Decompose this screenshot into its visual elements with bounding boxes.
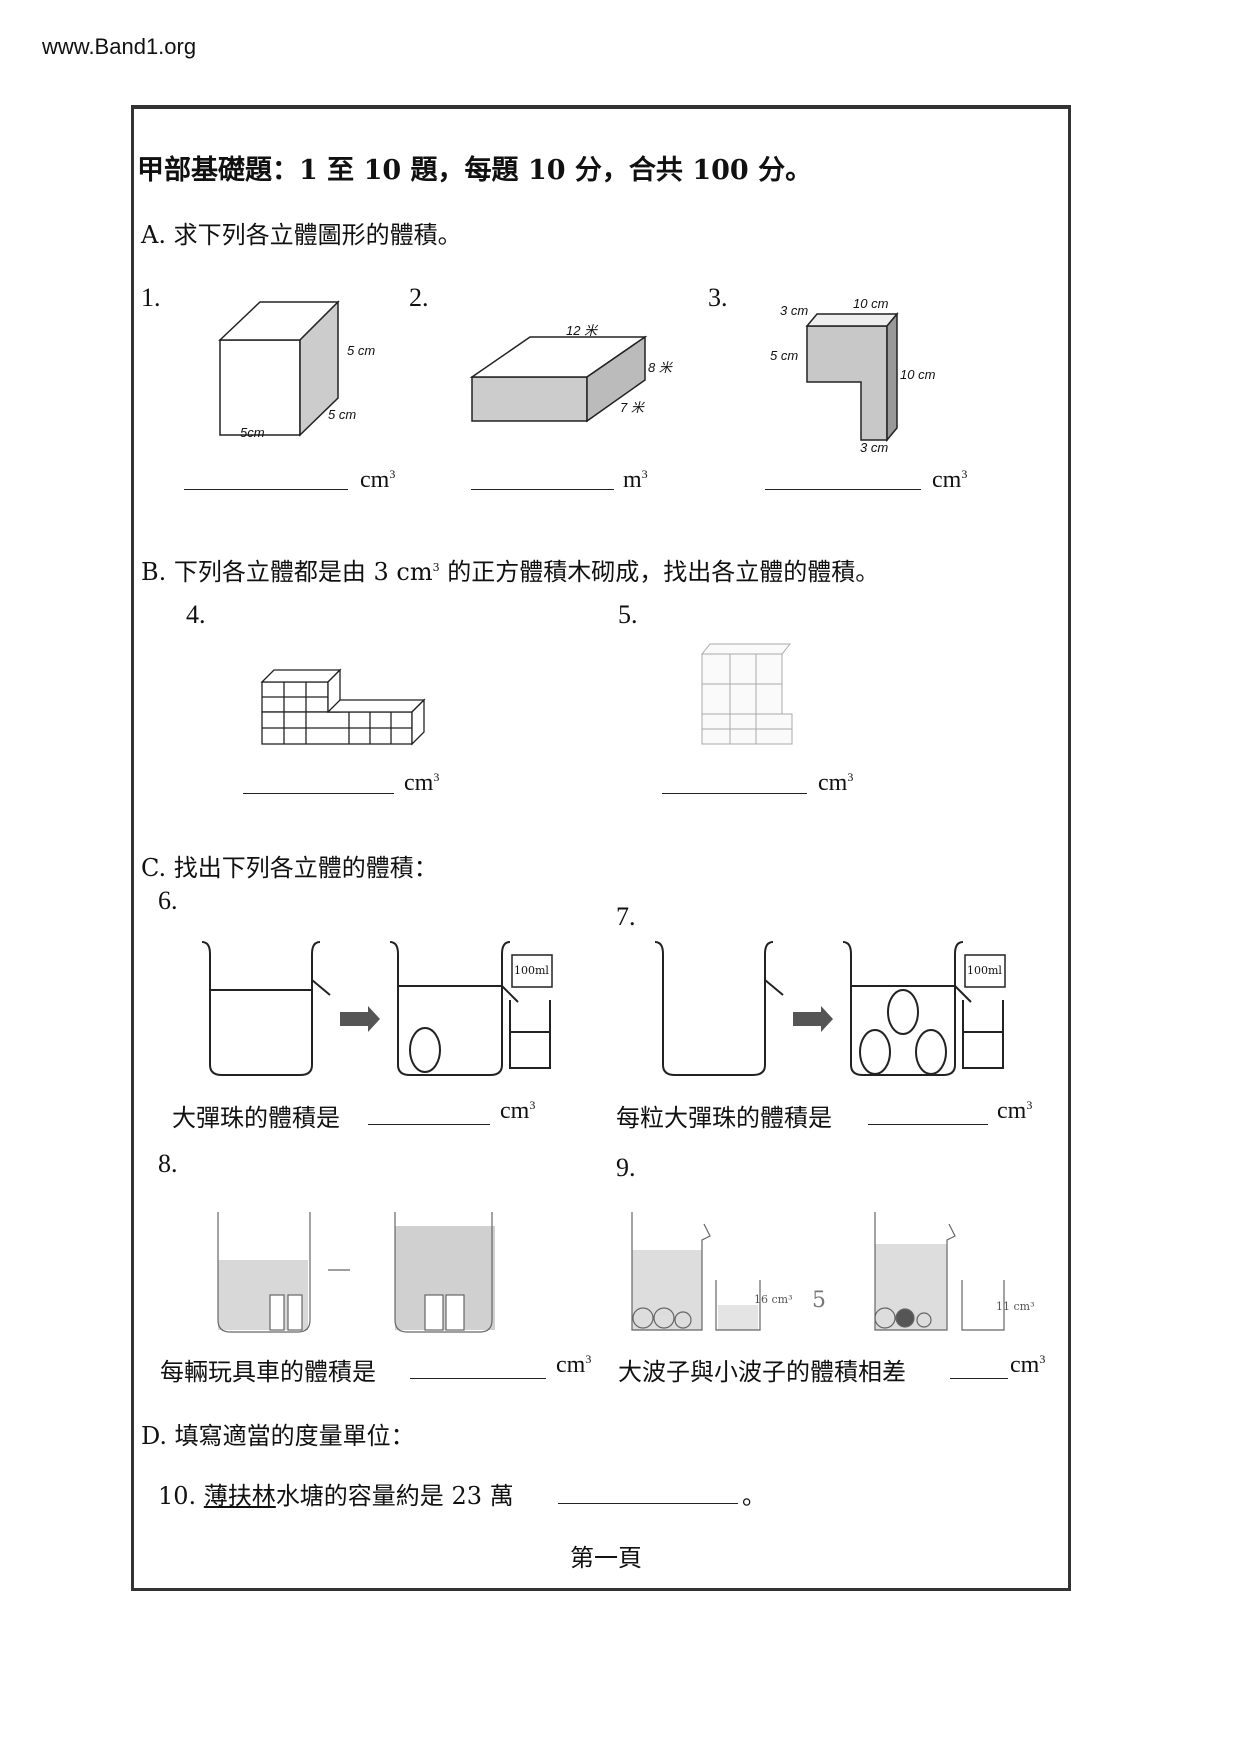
section-d-title: D. 填寫適當的度量單位：	[141, 1422, 415, 1450]
q9-label-5: 5	[812, 1288, 826, 1313]
q1-number: 1.	[141, 283, 161, 312]
q2-answer-blank[interactable]	[471, 489, 614, 490]
q2-height-label: 8 米	[648, 360, 672, 375]
q1-answer-blank[interactable]	[184, 489, 348, 490]
q9-label-16: 16 cm³	[754, 1293, 793, 1306]
q1-width-label: 5cm	[240, 425, 265, 440]
q5-unit: cm3	[818, 770, 854, 796]
q3-label-10cm-top: 10 cm	[853, 296, 889, 311]
q4-answer-blank[interactable]	[243, 793, 394, 794]
q5-answer-blank[interactable]	[662, 793, 807, 794]
site-url: www.Band1.org	[42, 34, 197, 59]
q5-number: 5.	[618, 600, 638, 629]
q7-number: 7.	[616, 902, 636, 931]
q9-number: 9.	[616, 1153, 636, 1182]
q2-unit: m3	[623, 467, 648, 493]
q6-beaker-diagram	[201, 941, 553, 1076]
q2-depth-label: 7 米	[620, 400, 644, 415]
section-header: 甲部基礎題：1 至 10 題，每題 10 分，合共 100 分。	[137, 155, 813, 186]
q3-number: 3.	[708, 283, 728, 312]
q6-question-text: 大彈珠的體積是	[172, 1104, 340, 1132]
q9-beaker-diagram	[631, 1212, 1005, 1331]
q3-label-3cm-top: 3 cm	[780, 303, 809, 318]
q7-question-text: 每粒大彈珠的體積是	[616, 1104, 832, 1132]
q8-question-text: 每輛玩具車的體積是	[160, 1358, 376, 1386]
q3-label-3cm-bottom: 3 cm	[860, 440, 889, 455]
section-b-title: B. 下列各立體都是由 3 cm3 的正方體積木砌成，找出各立體的體積。	[141, 558, 880, 586]
q8-beaker-diagram	[217, 1212, 495, 1333]
q1-depth-label: 5 cm	[328, 407, 357, 422]
q3-unit: cm3	[932, 467, 968, 493]
q6-number: 6.	[158, 886, 178, 915]
q4-number: 4.	[186, 600, 206, 629]
q7-answer-blank[interactable]	[868, 1124, 988, 1125]
q3-answer-blank[interactable]	[765, 489, 921, 490]
q8-answer-blank[interactable]	[410, 1378, 546, 1379]
worksheet-frame	[131, 105, 1071, 1591]
q9-answer-blank[interactable]	[950, 1378, 1008, 1379]
cube-figure	[218, 300, 340, 437]
q8-number: 8.	[158, 1149, 178, 1178]
q2-number: 2.	[409, 283, 429, 312]
q3-label-5cm: 5 cm	[770, 348, 799, 363]
q6-unit: cm3	[500, 1098, 536, 1124]
cuboid-figure	[469, 335, 648, 423]
q5-cube-stack	[700, 643, 793, 745]
q7-cylinder-label: 100ml	[967, 964, 1002, 977]
l-shape-figure	[805, 311, 899, 443]
q8-unit: cm3	[556, 1352, 592, 1378]
q10-answer-blank[interactable]	[558, 1503, 738, 1504]
q6-cylinder-label: 100ml	[514, 964, 549, 977]
page-footer: 第一頁	[570, 1544, 642, 1572]
q10-period: 。	[742, 1482, 766, 1510]
q7-beaker-diagram	[654, 941, 1006, 1076]
q10-question: 10. 薄扶林水塘的容量約是 23 萬	[158, 1482, 514, 1510]
q4-unit: cm3	[404, 770, 440, 796]
q1-height-label: 5 cm	[347, 343, 376, 358]
section-c-title: C. 找出下列各立體的體積：	[141, 854, 438, 882]
q9-question-text: 大波子與小波子的體積相差	[618, 1358, 906, 1386]
q7-unit: cm3	[997, 1098, 1033, 1124]
q9-unit: cm3	[1010, 1352, 1046, 1378]
q4-cube-stack	[260, 668, 426, 746]
q2-length-label: 12 米	[566, 323, 598, 338]
section-a-title: A. 求下列各立體圖形的體積。	[141, 221, 462, 249]
q9-label-11: 11 cm³	[996, 1300, 1035, 1313]
q1-unit: cm3	[360, 467, 396, 493]
q6-answer-blank[interactable]	[368, 1124, 490, 1125]
q3-label-10cm-side: 10 cm	[900, 367, 936, 382]
